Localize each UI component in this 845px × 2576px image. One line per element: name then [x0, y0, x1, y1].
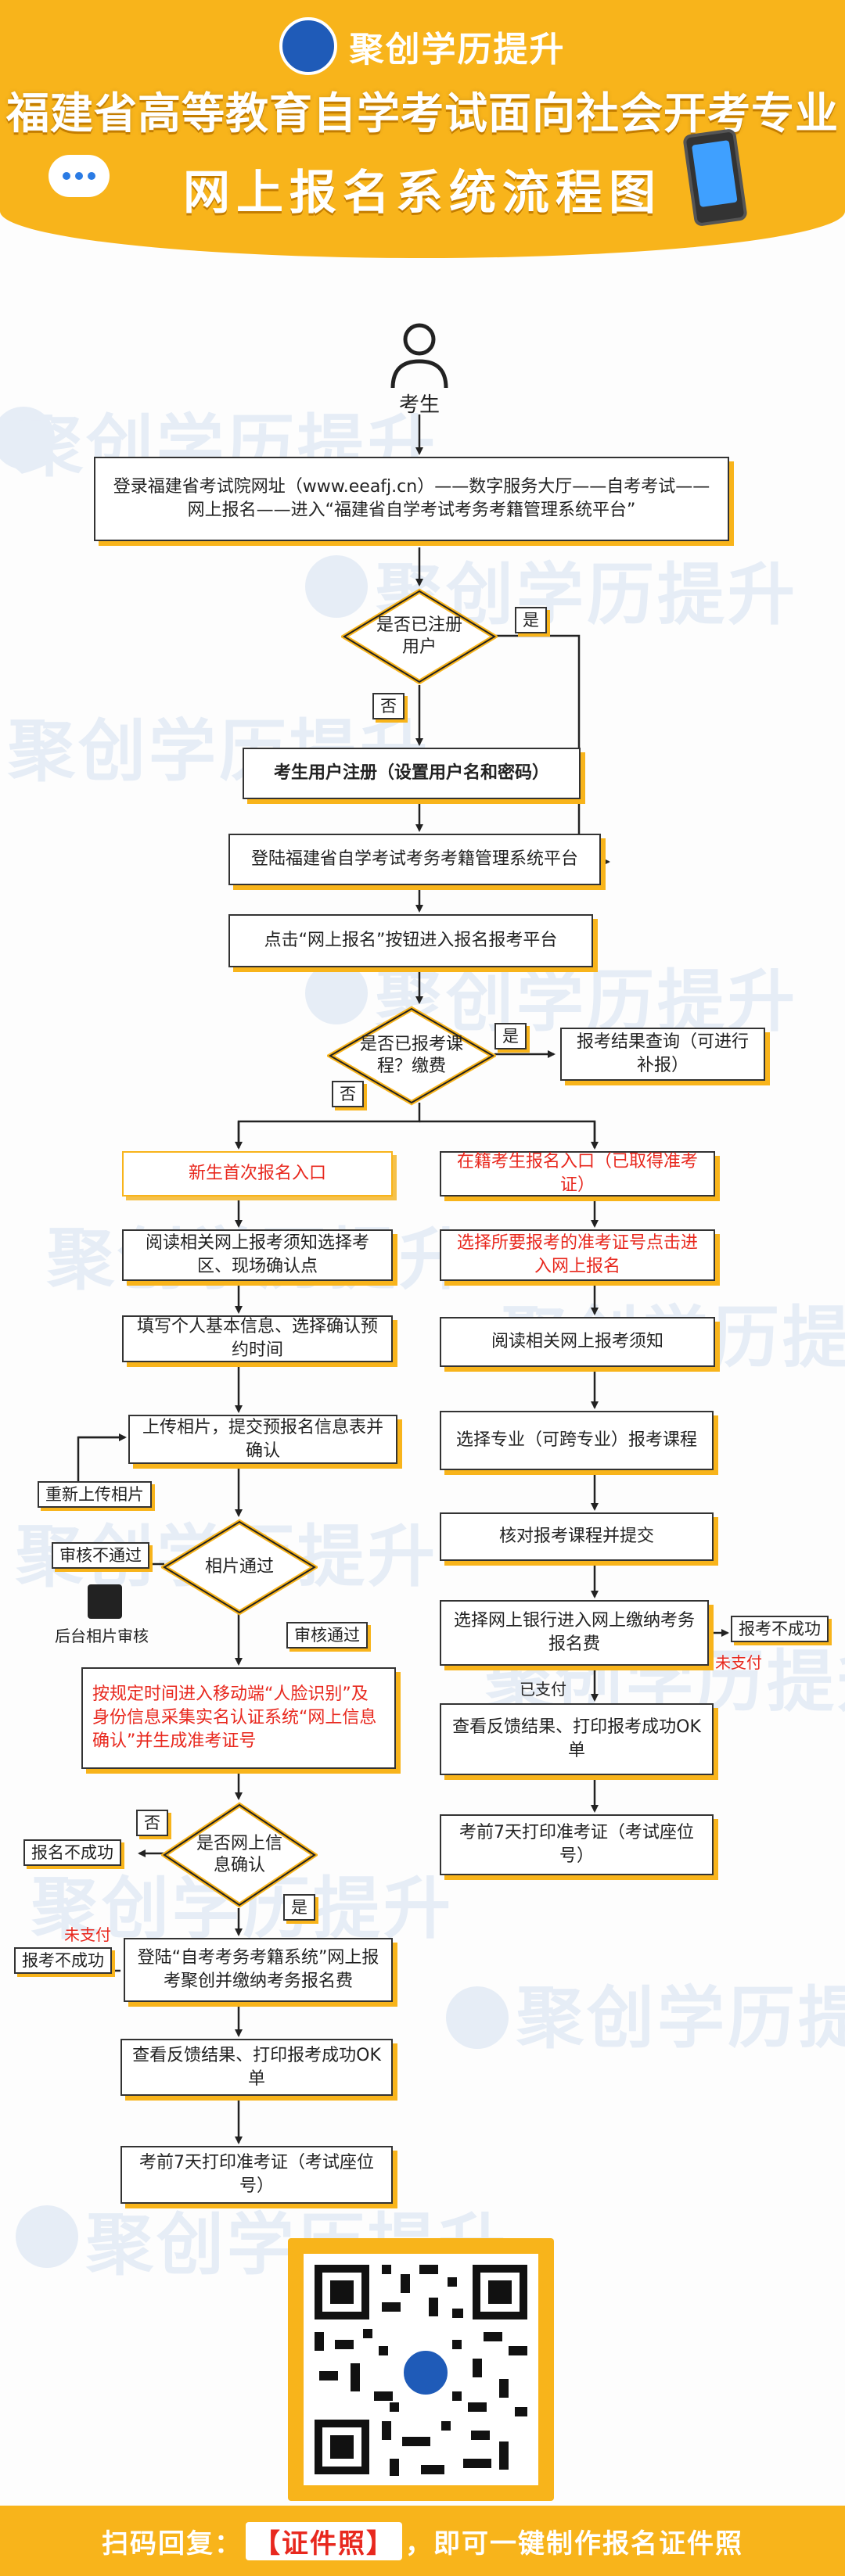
no-label: 否 — [332, 1081, 364, 1107]
step-login-site: 登录福建省考试院网址（www.eeafj.cn）——数字服务大厅——自考考试——… — [94, 457, 729, 541]
fail-apply-label: 报考不成功 — [731, 1616, 829, 1642]
step-pay-bank: 选择网上银行进入网上缴纳考务报名费 — [440, 1600, 709, 1666]
footer-prefix: 扫码回复： — [102, 2528, 243, 2560]
step-new-notice: 阅读相关网上报考须知选择考区、现场确认点 — [122, 1229, 393, 1281]
step-click-online: 点击“网上报名”按钮进入报名报考平台 — [228, 914, 593, 967]
unpaid-note-left: 未支付 — [64, 1925, 111, 1944]
page-subtitle: 网上报名系统流程图 — [183, 166, 662, 221]
user-icon — [390, 323, 448, 389]
no-label: 否 — [372, 693, 405, 719]
qr-code[interactable] — [304, 2254, 538, 2485]
watermark-logo-icon — [16, 2205, 78, 2268]
step-upload-photo: 上传相片，提交预报名信息表并确认 — [128, 1415, 397, 1464]
step-choose-major: 选择专业（可跨专业）报考课程 — [440, 1411, 714, 1470]
step-register: 考生用户注册（设置用户名和密码） — [243, 748, 581, 799]
footer-keyword: 【证件照】 — [246, 2521, 402, 2560]
brand-name: 聚创学历提升 — [349, 30, 566, 70]
start-candidate-label: 考生 — [398, 393, 440, 417]
decision-online-confirm-label: 是否网上信息确认 — [196, 1834, 282, 1875]
yes-label: 是 — [283, 1894, 315, 1921]
brand-logo-icon — [279, 17, 338, 75]
step-result-query: 报考结果查询（可进行补报） — [560, 1028, 765, 1081]
paid-note: 已支付 — [520, 1680, 566, 1699]
qr-logo-icon — [401, 2348, 451, 2398]
step-print-ticket-left: 考前7天打印准考证（考试座位号） — [120, 2146, 393, 2204]
decision-registered-label: 是否已注册用户 — [376, 615, 462, 657]
yes-label: 是 — [515, 607, 547, 633]
step-enrolled-entry: 在籍考生报名入口（已取得准考证） — [440, 1151, 715, 1197]
step-print-ok-left: 查看反馈结果、打印报考成功OK单 — [120, 2039, 393, 2096]
watermark: 聚创学历提升 — [516, 1979, 845, 2058]
decision-online-confirm — [161, 1802, 318, 1908]
step-print-ticket-right: 考前7天打印准考证（考试座位号） — [440, 1814, 714, 1875]
watermark-logo-icon — [305, 555, 368, 618]
step-fill-info: 填写个人基本信息、选择确认预约时间 — [122, 1315, 393, 1362]
step-select-ticket: 选择所要报考的准考证号点击进入网上报名 — [440, 1229, 715, 1281]
audit-pass-label: 审核通过 — [286, 1622, 368, 1649]
qr-pattern — [315, 2265, 527, 2476]
step-check-submit: 核对报考课程并提交 — [440, 1512, 714, 1561]
unpaid-note: 未支付 — [715, 1653, 762, 1672]
header-banner: 聚创学历提升 福建省高等教育自学考试面向社会开考专业 网上报名系统流程图 — [0, 0, 845, 258]
brand: 聚创学历提升 — [0, 17, 845, 75]
fail-apply-label-left: 报考不成功 — [14, 1947, 112, 1974]
step-login-platform: 登陆福建省自学考试考务考籍管理系统平台 — [228, 834, 601, 885]
qr-code-frame — [288, 2238, 554, 2501]
audit-fail-label: 审核不通过 — [52, 1542, 149, 1569]
step-new-entry: 新生首次报名入口 — [122, 1151, 393, 1197]
footer-banner: 扫码回复： 【证件照】 ，即可一键制作报名证件照 — [0, 2506, 845, 2576]
page-title: 福建省高等教育自学考试面向社会开考专业 — [5, 88, 839, 138]
watermark-logo-icon — [305, 962, 368, 1024]
decision-photo-pass-label: 相片通过 — [204, 1557, 274, 1577]
decision-registered — [341, 588, 498, 685]
step-face-verify: 按规定时间进入移动端“人脸识别”及身份信息采集实名认证系统“网上信息确认”并生成… — [81, 1667, 396, 1769]
photo-audit-icon — [88, 1584, 122, 1619]
decision-photo-pass — [161, 1519, 318, 1616]
no-label: 否 — [136, 1810, 168, 1836]
watermark-logo-icon — [0, 407, 55, 469]
watermark-logo-icon — [446, 1986, 509, 2049]
footer-suffix: ，即可一键制作报名证件照 — [405, 2528, 743, 2560]
chat-bubble-icon — [49, 155, 110, 197]
signup-fail-label: 报名不成功 — [23, 1839, 121, 1866]
step-login-zikao: 登陆“自考考务考籍系统”网上报考聚创并缴纳考务报名费 — [124, 1938, 393, 2002]
step-print-ok-right: 查看反馈结果、打印报考成功OK单 — [440, 1703, 714, 1775]
decision-applied — [327, 1006, 496, 1106]
yes-label: 是 — [494, 1023, 527, 1049]
reupload-label: 重新上传相片 — [38, 1481, 152, 1508]
step-read-notice: 阅读相关网上报考须知 — [440, 1317, 715, 1367]
decision-applied-label: 是否已报考课程？缴费 — [359, 1035, 463, 1076]
backend-audit-label: 后台相片审核 — [55, 1627, 149, 1645]
